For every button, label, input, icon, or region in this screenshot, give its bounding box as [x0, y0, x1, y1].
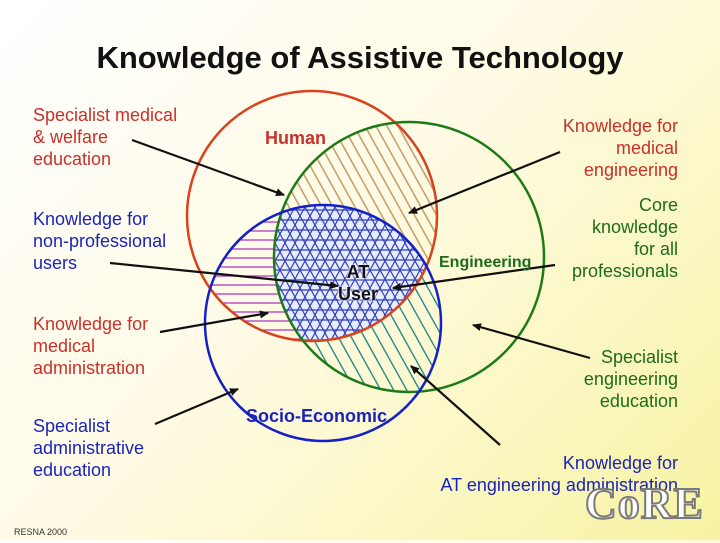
human-circle	[185, 89, 439, 343]
label-core-knowledge: Core knowledge for all professionals	[571, 195, 678, 281]
arrow-medical-admin	[159, 310, 269, 334]
arrow-specialist-engineering	[472, 323, 591, 360]
circle-label-socio-economic: Socio-Economic	[246, 406, 388, 426]
label-medical-administration: Knowledge for medical administration	[33, 314, 149, 378]
label-at-engineering-administration: Knowledge for AT engineering administrat…	[440, 453, 678, 495]
footer-credit: RESNA 2000	[14, 527, 68, 537]
diagram-title: Knowledge of Assistive Technology	[96, 40, 624, 75]
label-non-professional-users: Knowledge for non-professional users	[33, 209, 167, 273]
core-logo: CoRE	[584, 478, 704, 529]
arrow-medical-engineering	[408, 150, 561, 215]
label-medical-engineering: Knowledge for medical engineering	[562, 116, 678, 180]
arrow-specialist-medical	[131, 138, 285, 197]
arrow-at-engineering-admin	[410, 365, 501, 446]
arrow-non-professional	[109, 261, 339, 290]
arrow-specialist-admin	[154, 387, 239, 426]
circle-label-human: Human	[265, 128, 327, 148]
label-specialist-administrative-education: Specialist administrative education	[33, 416, 145, 480]
arrow-core-knowledge	[392, 263, 556, 291]
circle-label-at-user: AT User	[337, 262, 379, 304]
circle-label-engineering: Engineering	[439, 254, 532, 271]
label-specialist-engineering-education: Specialist engineering education	[583, 347, 678, 411]
engineering-circle	[272, 120, 546, 394]
label-specialist-medical-education: Specialist medical & welfare education	[33, 105, 178, 169]
